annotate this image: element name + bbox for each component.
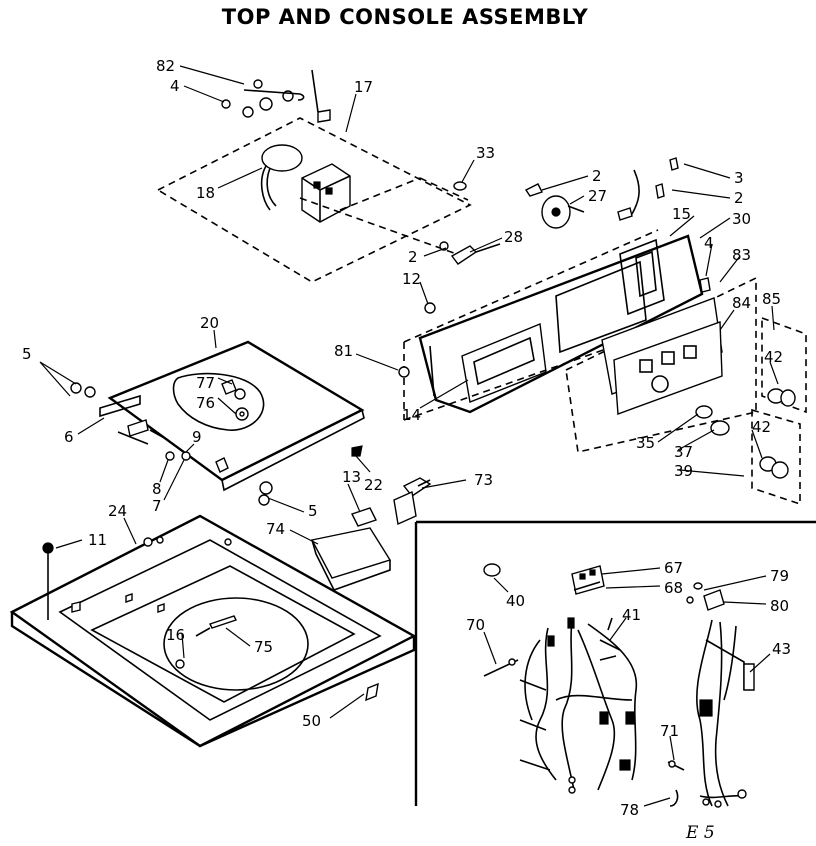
wiring-inset [414,520,816,808]
callout-4: 4 [170,77,180,95]
callout-16: 16 [166,626,185,644]
upper-dashed-outline [156,117,472,283]
callout-50: 50 [302,712,321,730]
figure-code: E 5 [685,823,715,843]
callout-77: 77 [196,374,215,392]
callout-67: 67 [664,559,683,577]
callout-81: 81 [334,342,353,360]
lid-switch-parts [310,477,432,591]
console-assembly [398,157,807,506]
callout-27: 27 [588,187,607,205]
callout-70: 70 [466,616,485,634]
hinge-screws [221,69,331,123]
callout-35: 35 [636,434,655,452]
control-board [565,276,757,453]
upper-parts-group [156,69,472,283]
callout-22: 22 [364,476,383,494]
wire-harness-43 [696,619,755,808]
leader-lines [39,65,779,807]
callout-2b: 2 [734,189,744,207]
console-dashed-outline [403,229,701,421]
knob-group [751,316,807,506]
upper-dash-lines [339,177,469,211]
callout-3: 3 [734,169,744,187]
inset-small-parts [483,563,725,807]
callout-6: 6 [64,428,74,446]
callout-39: 39 [674,462,693,480]
callout-76: 76 [196,394,215,412]
callout-5: 5 [22,345,32,363]
wire-harness-41 [519,617,638,794]
callout-42: 42 [764,348,783,366]
callout-2: 2 [592,167,602,185]
callout-15: 15 [672,205,691,223]
callout-12: 12 [402,270,421,288]
callout-9: 9 [192,428,202,446]
callout-30: 30 [732,210,751,228]
callout-33: 33 [476,144,495,162]
callout-7: 7 [152,497,162,515]
cabinet-top [9,514,417,748]
tub-opening [90,565,356,703]
callout-79: 79 [770,567,789,585]
callout-41: 41 [622,606,641,624]
callout-18: 18 [196,184,215,202]
knob-35 [695,405,713,419]
callout-14: 14 [402,406,421,424]
console-center-section [555,260,647,354]
callout-28: 28 [504,228,523,246]
timer-motor [260,144,303,211]
callout-80: 80 [770,597,789,615]
callout-42b: 42 [752,418,771,436]
console-control-slot [619,238,665,316]
lid-assembly [70,340,365,506]
diagram-title: TOP AND CONSOLE ASSEMBLY [222,5,589,29]
console-rear-parts [398,157,711,378]
part-labels: 82 4 17 33 18 2 3 2 27 15 30 28 2 4 83 1… [22,57,791,843]
callout-20: 20 [200,314,219,332]
callout-84: 84 [732,294,751,312]
tub-ring [163,597,309,691]
callout-68: 68 [664,579,683,597]
lid-window [172,372,265,431]
board-dashed-outline [565,276,757,453]
callout-71: 71 [660,722,679,740]
cabinet-top-inner-rim [58,539,382,721]
callout-4b: 4 [704,234,714,252]
callout-74: 74 [266,520,285,538]
callout-11: 11 [88,531,107,549]
callout-17: 17 [354,78,373,96]
callout-5b: 5 [308,502,318,520]
lid-panel [107,340,365,482]
callout-37: 37 [674,443,693,461]
callout-2c: 2 [408,248,418,266]
callout-83: 83 [732,246,751,264]
callout-73: 73 [474,471,493,489]
callout-75: 75 [254,638,273,656]
callout-40: 40 [506,592,525,610]
callout-85: 85 [762,290,781,308]
callout-43: 43 [772,640,791,658]
callout-8: 8 [152,480,162,498]
callout-24: 24 [108,502,127,520]
knob-37 [710,420,730,436]
callout-82: 82 [156,57,175,75]
callout-13: 13 [342,468,361,486]
screw-33 [453,181,467,191]
switch-block [301,163,351,223]
callout-78: 78 [620,801,639,819]
